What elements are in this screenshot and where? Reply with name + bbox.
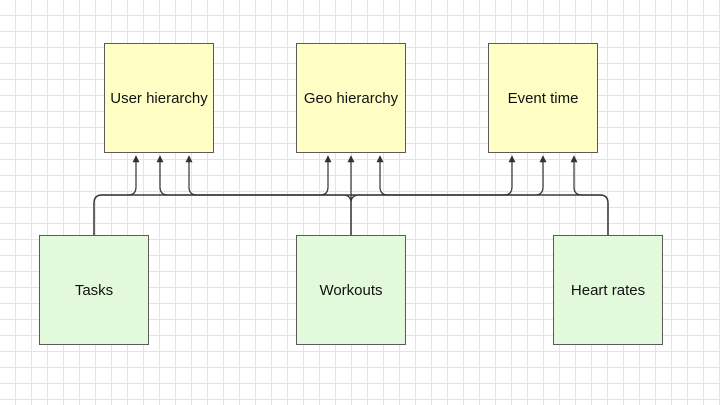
heart-rates-label: Heart rates: [570, 281, 646, 299]
tasks-label: Tasks: [74, 281, 114, 299]
workouts-label: Workouts: [319, 281, 383, 299]
tasks-box[interactable]: Tasks: [39, 235, 149, 345]
user-hierarchy-label: User hierarchy: [110, 89, 208, 107]
workouts-box[interactable]: Workouts: [296, 235, 406, 345]
user-hierarchy-box[interactable]: User hierarchy: [104, 43, 214, 153]
geo-hierarchy-label: Geo hierarchy: [303, 89, 399, 107]
event-time-box[interactable]: Event time: [488, 43, 598, 153]
event-time-label: Event time: [507, 89, 579, 107]
geo-hierarchy-box[interactable]: Geo hierarchy: [296, 43, 406, 153]
heart-rates-box[interactable]: Heart rates: [553, 235, 663, 345]
edge-heart-to-time: [570, 155, 609, 235]
